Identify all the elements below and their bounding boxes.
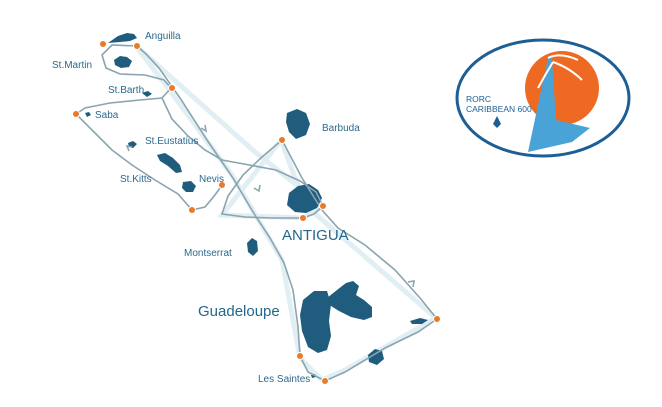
island-antigua — [287, 184, 322, 213]
island-guadeloupe-grande-terre — [327, 281, 372, 320]
direction-arrow-2 — [125, 144, 133, 152]
label-anguilla: Anguilla — [145, 31, 181, 42]
direction-arrow-1 — [200, 124, 208, 133]
direction-arrow-4 — [253, 184, 261, 193]
logo-sun — [525, 51, 599, 125]
waypoint-anguilla — [133, 42, 141, 50]
label-montserrat: Montserrat — [184, 248, 232, 259]
waypoint-les-saintes-west — [296, 352, 304, 360]
labels: Anguilla St.Martin St.Barth Saba St.Eust… — [52, 31, 360, 385]
label-les-saintes: Les Saintes — [258, 374, 310, 385]
island-st-barth — [142, 91, 152, 97]
logo-line1: RORC — [466, 94, 491, 104]
waypoint-barbuda — [278, 136, 286, 144]
label-st-martin: St.Martin — [52, 60, 92, 71]
label-guadeloupe: Guadeloupe — [198, 303, 280, 320]
waypoint-antigua-south — [299, 214, 307, 222]
label-antigua: ANTIGUA — [282, 227, 349, 244]
waypoint-antigua-east — [319, 202, 327, 210]
island-nevis — [182, 181, 196, 192]
logo-line2: CARIBBEAN 600 — [466, 104, 532, 114]
crown-crest-icon — [493, 116, 501, 128]
waypoint-saba — [72, 110, 80, 118]
waypoint-la-desirade — [433, 315, 441, 323]
island-barbuda — [286, 109, 310, 139]
label-barbuda: Barbuda — [322, 123, 360, 134]
label-saba: Saba — [95, 110, 119, 121]
label-st-kitts: St.Kitts — [120, 174, 152, 185]
island-st-martin — [114, 56, 132, 68]
waypoints — [72, 40, 441, 385]
waypoint-st-barth — [168, 84, 176, 92]
logo-sail — [528, 58, 590, 152]
island-saba — [85, 112, 91, 117]
waypoint-nevis — [218, 181, 226, 189]
direction-arrow-3 — [407, 280, 415, 288]
islands-layer — [85, 33, 428, 378]
island-st-kitts — [157, 153, 182, 173]
route-shadow — [133, 43, 441, 383]
label-st-eustatius: St.Eustatius — [145, 136, 198, 147]
label-nevis: Nevis — [199, 174, 224, 185]
route-northern-loop — [74, 44, 223, 211]
waypoint-les-saintes — [321, 377, 329, 385]
island-anguilla — [108, 33, 137, 43]
race-route — [74, 44, 439, 382]
island-montserrat — [247, 238, 258, 256]
event-logo: RORC CARIBBEAN 600 — [455, 38, 631, 158]
island-la-desirade — [410, 318, 428, 324]
island-guadeloupe-basse-terre — [300, 291, 331, 353]
waypoint-st-martin — [99, 40, 107, 48]
island-marie-galante — [368, 349, 384, 365]
palm-tree-icon — [537, 54, 583, 89]
label-st-barth: St.Barth — [108, 85, 144, 96]
route-main-leg — [136, 45, 439, 382]
waypoint-st-kitts — [188, 206, 196, 214]
